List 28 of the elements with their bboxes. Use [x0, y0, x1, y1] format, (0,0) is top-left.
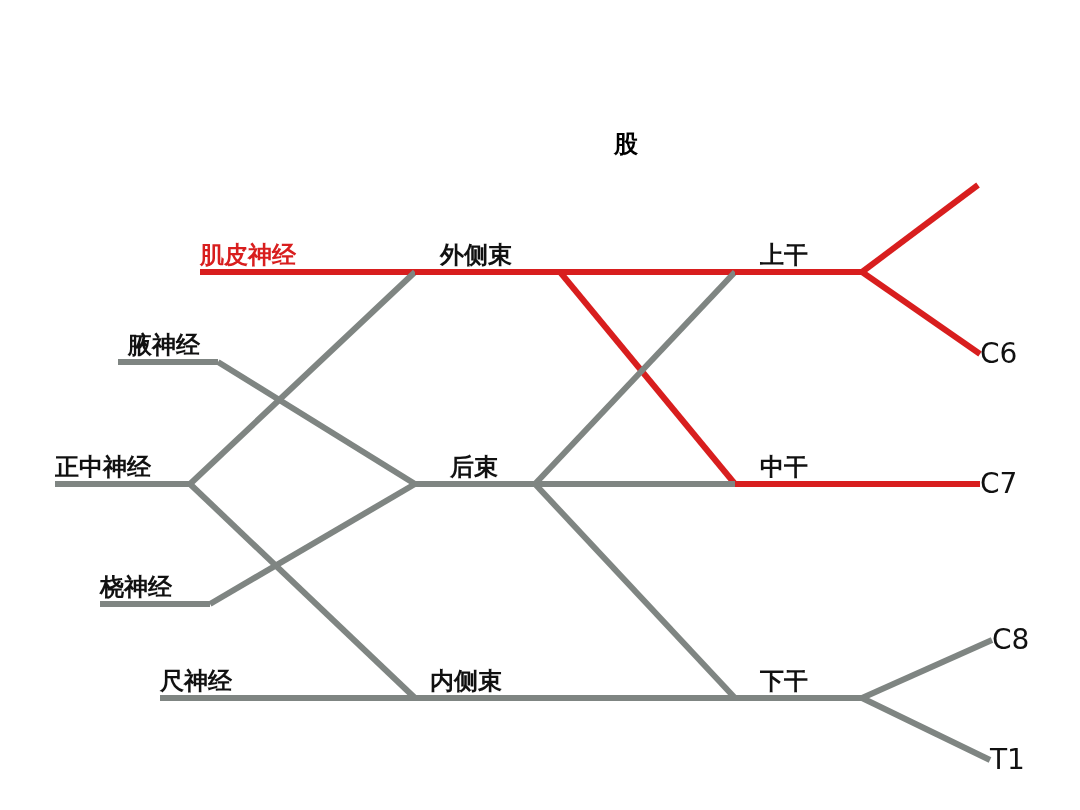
- nerve-segment: 内侧束: [415, 667, 560, 701]
- nerve-line: [860, 637, 994, 701]
- nerve-segment: 桡神经: [100, 573, 210, 607]
- nerve-line: [208, 481, 417, 607]
- root-label: T1: [990, 743, 1030, 777]
- heading-text: 股: [614, 130, 638, 158]
- nerve-segment: 中干: [735, 453, 862, 487]
- nerve-line: [216, 359, 417, 487]
- root-label: C8: [992, 623, 1040, 657]
- nerve-line: [862, 481, 980, 487]
- nerve-line: [560, 269, 735, 275]
- root-label: C6: [980, 337, 1028, 371]
- nerve-segment: 上干: [735, 241, 862, 275]
- nerve-line: [560, 695, 735, 701]
- nerve-line: [860, 182, 980, 275]
- nerve-line: [860, 695, 992, 763]
- nerve-segment: 后束: [415, 453, 535, 487]
- nerve-segment: 外侧束: [415, 241, 560, 275]
- nerve-line: [395, 269, 415, 275]
- nerve-segment: 下干: [735, 667, 862, 701]
- nerve-segment: 尺神经: [160, 667, 355, 701]
- nerve-segment: 肌皮神经: [200, 241, 395, 275]
- root-label: C7: [980, 467, 1028, 501]
- nerve-segment: 腋神经: [118, 331, 218, 365]
- nerve-line: [860, 269, 982, 357]
- nerve-segment: 正中神经: [55, 453, 190, 487]
- nerve-line: [355, 695, 415, 701]
- nerve-line: [187, 269, 418, 487]
